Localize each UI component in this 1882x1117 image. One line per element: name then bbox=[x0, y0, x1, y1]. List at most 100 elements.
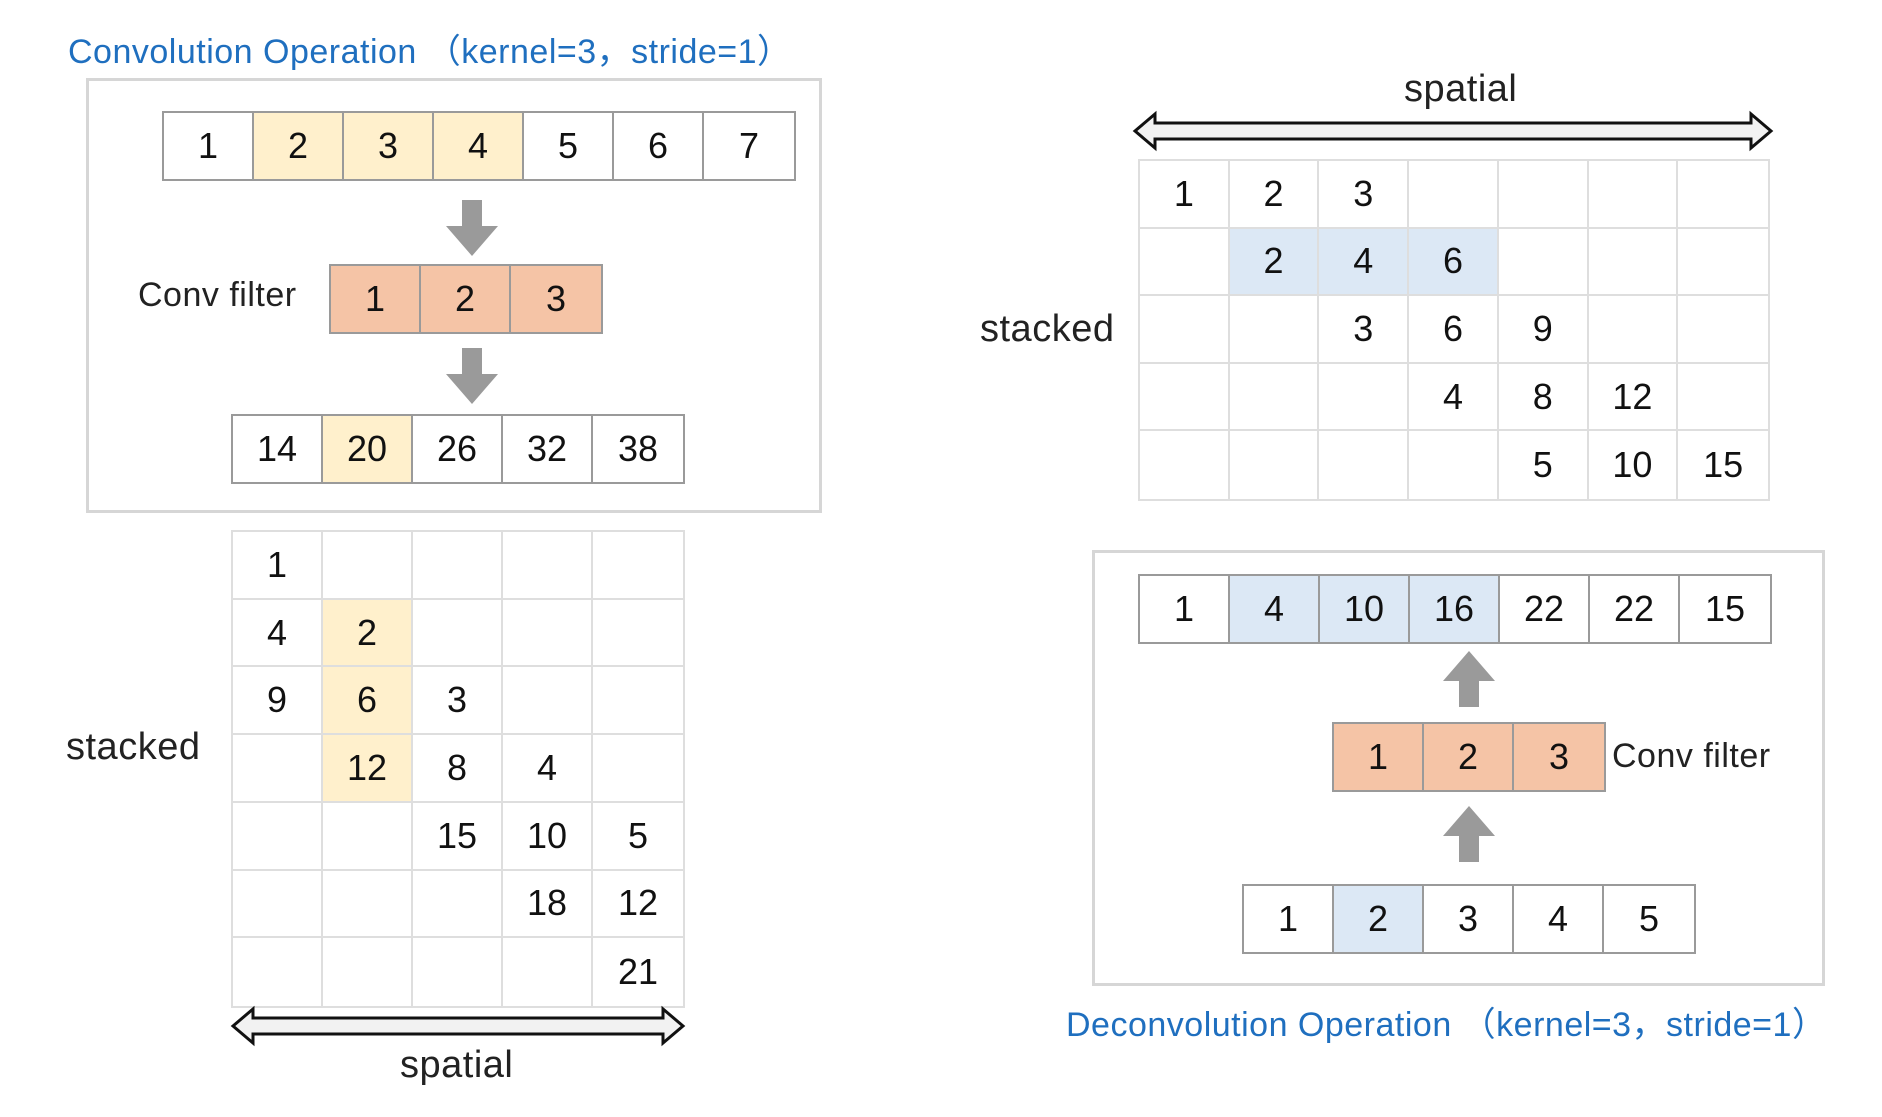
conv-stacked-grid-cell bbox=[503, 532, 593, 600]
conv-filter-cell: 3 bbox=[511, 266, 601, 332]
conv-stacked-grid-cell: 9 bbox=[233, 667, 323, 736]
conv-stacked-grid-cell bbox=[233, 735, 323, 803]
conv-spatial-label: spatial bbox=[400, 1044, 514, 1086]
deconv-output-cell: 22 bbox=[1590, 576, 1680, 642]
up-arrow-icon bbox=[1443, 651, 1495, 707]
deconv-stacked-grid-cell bbox=[1409, 431, 1499, 499]
conv-stacked-grid-cell: 12 bbox=[323, 735, 413, 803]
conv-stacked-grid-cell bbox=[503, 599, 593, 668]
conv-stacked-grid-cell bbox=[413, 532, 503, 600]
conv-filter-label: Conv filter bbox=[138, 276, 297, 314]
deconv-stacked-grid-cell bbox=[1678, 161, 1768, 229]
conv-stacked-grid-cell bbox=[323, 802, 413, 871]
conv-stacked-grid-cell: 3 bbox=[413, 667, 503, 736]
conv-filter-cell: 2 bbox=[421, 266, 511, 332]
deconv-stacked-grid-cell: 5 bbox=[1499, 431, 1589, 499]
conv-stacked-grid-cell: 21 bbox=[617, 951, 659, 993]
deconv-stacked-grid-cell: 2 bbox=[1229, 228, 1320, 297]
conv-stacked-grid-cell bbox=[413, 870, 503, 939]
conv-stacked-grid-cell bbox=[233, 870, 323, 939]
deconv-output-cell: 16 bbox=[1410, 576, 1500, 642]
deconv-title: Deconvolution Operation （kernel=3，stride… bbox=[1066, 1006, 1827, 1044]
deconv-filter-cell: 2 bbox=[1424, 724, 1514, 790]
deconv-stacked-grid-cell: 1 bbox=[1140, 161, 1230, 229]
conv-filter-cell: 1 bbox=[331, 266, 421, 332]
conv-panel bbox=[86, 78, 822, 513]
conv-stacked-grid-cell bbox=[233, 938, 323, 1006]
conv-stacked-grid-cell bbox=[593, 532, 683, 600]
conv-stacked-grid-cell bbox=[323, 870, 413, 939]
deconv-stacked-grid-cell bbox=[1588, 161, 1679, 229]
conv-output-cell: 32 bbox=[503, 416, 593, 482]
conv-stacked-grid-cell bbox=[593, 600, 683, 668]
deconv-input-cell: 2 bbox=[1334, 886, 1424, 952]
conv-stacked-grid-cell bbox=[323, 938, 413, 1006]
deconv-stacked-grid-cell: 3 bbox=[1319, 161, 1410, 229]
conv-stacked-grid-cell: 6 bbox=[323, 667, 413, 736]
deconv-input-cell: 3 bbox=[1424, 886, 1514, 952]
conv-stacked-grid-cell bbox=[593, 735, 683, 803]
deconv-stacked-grid-cell: 4 bbox=[1409, 363, 1499, 432]
deconv-stacked-grid-cell bbox=[1588, 296, 1679, 364]
deconv-stacked-grid-cell: 2 bbox=[1229, 161, 1320, 229]
conv-stacked-grid-cell bbox=[503, 938, 593, 1006]
deconv-output-cell: 10 bbox=[1320, 576, 1410, 642]
deconv-stacked-grid-cell bbox=[1140, 431, 1230, 499]
conv-stacked-grid-cell: 12 bbox=[593, 871, 683, 939]
deconv-stacked-grid-cell bbox=[1229, 296, 1320, 364]
deconv-panel bbox=[1092, 550, 1825, 986]
deconv-stacked-grid-cell bbox=[1230, 431, 1320, 499]
conv-stacked-grid-cell bbox=[323, 532, 413, 600]
deconv-stacked-grid-cell: 4 bbox=[1319, 228, 1410, 297]
conv-stacked-grid-cell: 2 bbox=[323, 599, 413, 668]
conv-input-cell: 1 bbox=[164, 113, 254, 179]
conv-stacked-grid-cell bbox=[233, 802, 323, 871]
deconv-stacked-grid-cell: 3 bbox=[1319, 296, 1410, 364]
deconv-input-row: 1 2 3 4 5 bbox=[1242, 884, 1696, 954]
deconv-stacked-grid-cell bbox=[1319, 363, 1410, 432]
conv-output-cell: 14 bbox=[233, 416, 323, 482]
conv-output-cell: 20 bbox=[323, 416, 413, 482]
deconv-input-cell: 5 bbox=[1638, 898, 1660, 939]
up-arrow-icon bbox=[1443, 806, 1495, 862]
conv-stacked-grid-cell: 4 bbox=[503, 735, 593, 803]
conv-stacked-grid-cell: 1 bbox=[233, 532, 323, 600]
conv-input-cell: 2 bbox=[254, 113, 344, 179]
deconv-output-cell: 15 bbox=[1704, 588, 1746, 629]
deconv-filter-cell: 1 bbox=[1334, 724, 1424, 790]
spatial-double-arrow-icon bbox=[1132, 110, 1774, 152]
conv-filter-row: 1 2 3 bbox=[329, 264, 603, 334]
deconv-stacked-grid-cell: 9 bbox=[1498, 296, 1589, 364]
deconv-stacked-grid-cell bbox=[1319, 431, 1410, 499]
deconv-output-row: 1 4 10 16 22 22 15 bbox=[1138, 574, 1772, 644]
conv-input-row: 1 2 3 4 5 6 7 bbox=[162, 111, 796, 181]
conv-output-cell: 38 bbox=[617, 428, 659, 469]
deconv-stacked-grid-cell bbox=[1140, 363, 1230, 432]
deconv-stacked-grid-cell: 15 bbox=[1703, 444, 1744, 486]
deconv-output-cell: 1 bbox=[1140, 576, 1230, 642]
conv-stacked-grid-cell: 8 bbox=[413, 735, 503, 803]
deconv-stacked-grid-cell: 6 bbox=[1409, 228, 1499, 297]
deconv-output-cell: 4 bbox=[1230, 576, 1320, 642]
deconv-stacked-grid-cell bbox=[1229, 363, 1320, 432]
deconv-output-cell: 22 bbox=[1500, 576, 1590, 642]
conv-stacked-grid-cell: 4 bbox=[233, 599, 323, 668]
deconv-stacked-grid-cell bbox=[1140, 228, 1230, 297]
conv-stacked-grid-cell: 18 bbox=[503, 870, 593, 939]
deconv-stacked-label: stacked bbox=[980, 308, 1115, 350]
deconv-stacked-grid-cell bbox=[1140, 296, 1230, 364]
conv-input-cell: 6 bbox=[614, 113, 704, 179]
deconv-stacked-grid-cell bbox=[1678, 364, 1768, 432]
conv-stacked-grid-cell bbox=[413, 599, 503, 668]
down-arrow-icon bbox=[446, 200, 498, 256]
deconv-spatial-label: spatial bbox=[1404, 68, 1518, 110]
conv-input-cell: 5 bbox=[524, 113, 614, 179]
deconv-stacked-grid-cell: 8 bbox=[1498, 363, 1589, 432]
conv-stacked-grid-cell: 15 bbox=[413, 802, 503, 871]
conv-input-cell: 3 bbox=[344, 113, 434, 179]
conv-stacked-label: stacked bbox=[66, 726, 201, 768]
conv-stacked-grid-cell: 5 bbox=[593, 803, 683, 871]
conv-stacked-grid-cell bbox=[413, 938, 503, 1006]
